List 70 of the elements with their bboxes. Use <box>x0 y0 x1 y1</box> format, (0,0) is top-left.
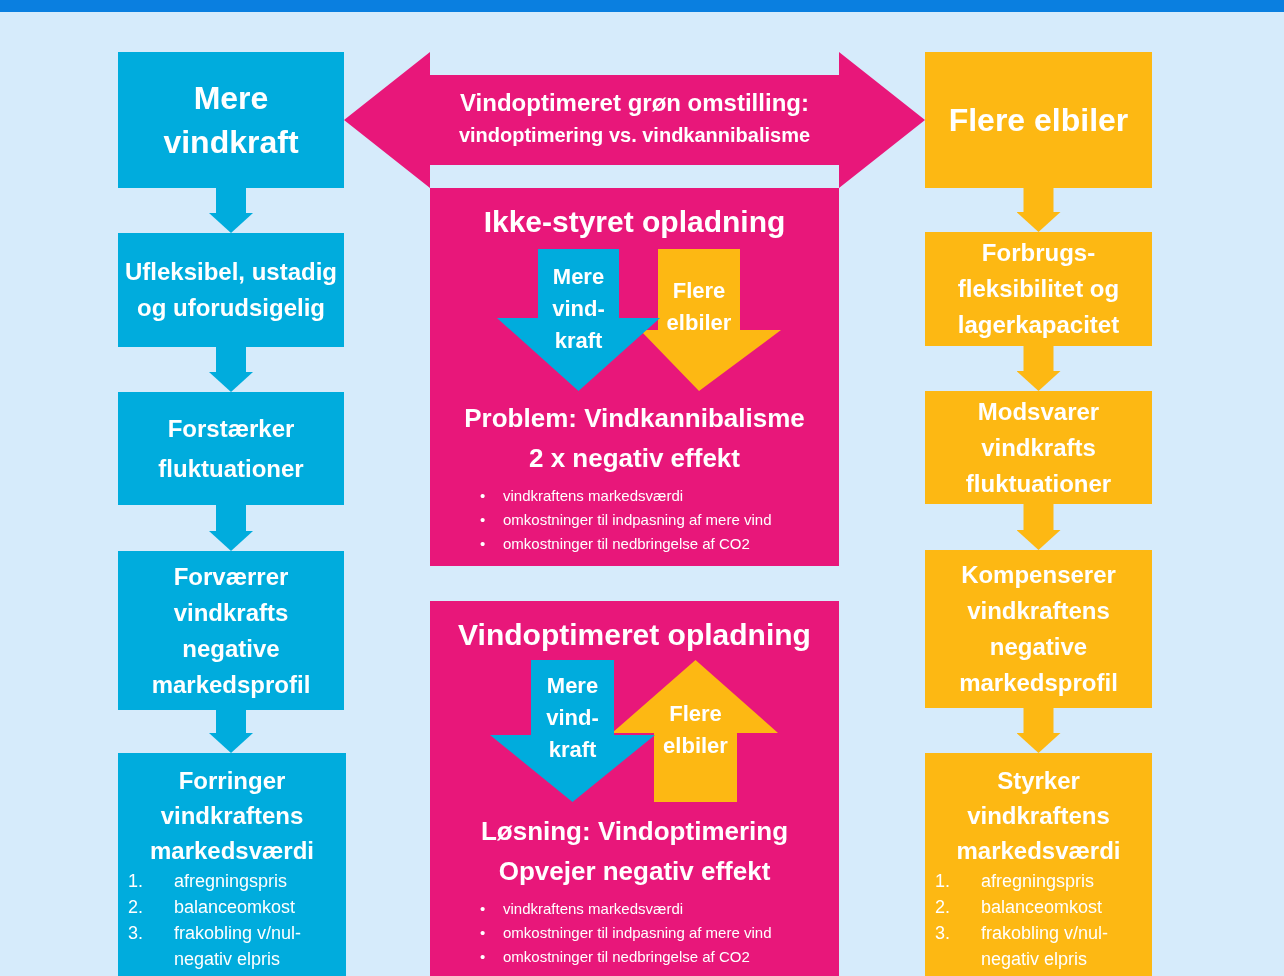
panel-title: Ikke-styret opladning <box>483 204 786 240</box>
list-item: balanceomkost <box>981 896 1104 919</box>
down-arrow-shape <box>640 249 781 391</box>
process-box <box>925 550 1152 708</box>
list-number: 3. <box>128 922 144 945</box>
block-arrow <box>209 505 253 551</box>
bullet-mark: • <box>480 534 487 554</box>
list-item: afregningspris <box>174 870 289 893</box>
process-box <box>925 52 1152 188</box>
bullet-item: vindkraftens markedsværdi <box>503 486 685 506</box>
panel-subtitle: 2 x negativ effekt <box>529 442 740 475</box>
list-number: 1. <box>128 870 144 893</box>
list-item: frakobling v/nul- negativ elpris <box>981 922 1110 971</box>
panel-title: Vindoptimeret opladning <box>458 617 811 653</box>
process-box <box>925 753 1152 976</box>
box-label: Ufleksibel, ustadig og uforudsigelig <box>123 257 339 323</box>
box-label: Forbrugs- fleksibilitet og lagerkapacitet <box>956 238 1121 340</box>
list-number: 2. <box>128 896 144 919</box>
block-arrow <box>209 347 253 392</box>
list-item: afregningspris <box>981 870 1096 893</box>
down-arrow-shape <box>490 660 655 802</box>
panel-subtitle: Opvejer negativ effekt <box>498 855 771 888</box>
process-box <box>925 391 1152 504</box>
list-number: 1. <box>935 870 951 893</box>
scenario-panel <box>430 601 839 976</box>
process-box <box>925 232 1152 346</box>
block-arrow <box>1016 708 1061 753</box>
process-box <box>118 551 344 710</box>
bullet-item: omkostninger til nedbringelse af CO2 <box>503 534 751 554</box>
box-label: Styrker vindkraftens markedsværdi <box>955 766 1122 866</box>
box-label: Kompenserer vindkraftens negative markedsprofil <box>958 560 1119 698</box>
double-arrow-banner <box>344 52 925 188</box>
box-label: Modsvarer vindkrafts fluktuationer <box>964 396 1113 499</box>
box-label: Forstærker fluktuationer <box>157 413 305 484</box>
list-item: frakobling v/nul- negativ elpris <box>174 922 303 971</box>
bullet-mark: • <box>480 486 487 506</box>
block-arrow <box>209 188 253 233</box>
block-arrow <box>1016 188 1061 232</box>
up-arrow-shape <box>612 660 778 802</box>
block-arrow <box>1016 504 1061 550</box>
bullet-item: vindkraftens markedsværdi <box>503 899 685 919</box>
arrow-label: Flere elbiler <box>662 700 729 760</box>
bullet-item: omkostninger til indpasning af mere vind <box>503 923 773 943</box>
bullet-mark: • <box>480 947 487 967</box>
banner-title: Vindoptimeret grøn omstilling: <box>460 88 809 118</box>
arrow-label: Mere vind- kraft <box>551 263 606 355</box>
box-label: Forværrer vindkrafts negative markedsprofil <box>150 561 312 700</box>
bullet-item: omkostninger til nedbringelse af CO2 <box>503 947 751 967</box>
arrow-label: Mere vind- kraft <box>545 672 600 764</box>
box-label: Forringer vindkraftens markedsværdi <box>148 766 316 866</box>
list-number: 3. <box>935 922 951 945</box>
panel-subtitle: Problem: Vindkannibalisme <box>464 402 805 435</box>
list-item: balanceomkost <box>174 896 297 919</box>
process-box <box>118 753 346 976</box>
process-box <box>118 233 344 347</box>
banner-subtitle: vindoptimering vs. vindkannibalisme <box>458 123 811 148</box>
box-label: Flere elbiler <box>947 101 1130 140</box>
arrow-label: Flere elbiler <box>665 277 733 337</box>
list-number: 2. <box>935 896 951 919</box>
bullet-mark: • <box>480 510 487 530</box>
process-box <box>118 52 344 188</box>
bullet-mark: • <box>480 923 487 943</box>
panel-subtitle: Løsning: Vindoptimering <box>480 815 789 848</box>
down-arrow-shape <box>497 249 660 391</box>
box-label: Mere vindkraft <box>162 79 300 162</box>
bullet-mark: • <box>480 899 487 919</box>
bullet-item: omkostninger til indpasning af mere vind <box>503 510 773 530</box>
scenario-panel <box>430 188 839 566</box>
process-box <box>118 392 344 505</box>
block-arrow <box>209 710 253 753</box>
